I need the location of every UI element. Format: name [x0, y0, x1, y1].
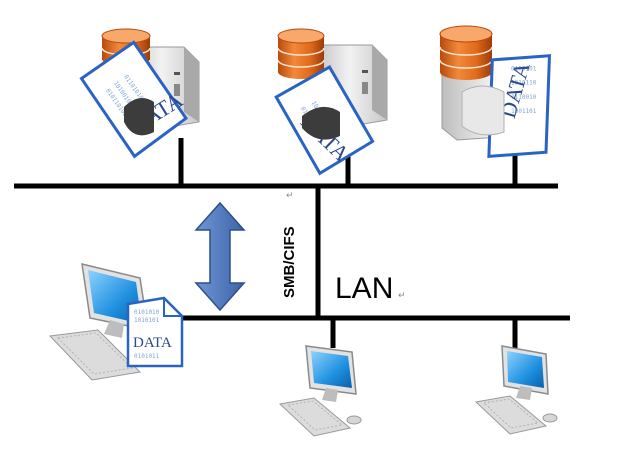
network-label: LAN [335, 272, 393, 305]
database-icon [440, 26, 492, 80]
document-curl [462, 86, 504, 135]
paragraph-mark: ↵ [286, 191, 294, 201]
protocol-label: SMB/CIFS [281, 226, 298, 298]
svg-text:0101010: 0101010 [134, 309, 160, 316]
monitor-icon [306, 346, 356, 402]
database-icon [278, 29, 324, 79]
keyboard-icon [476, 396, 546, 434]
nas-server-3: 0100101 1010110 0110010 1001101 DATA [440, 26, 559, 164]
data-document-icon: 0101010 1010101 DATA 0101011 [128, 298, 182, 366]
bidirectional-arrow-icon [196, 203, 244, 310]
mouse-icon [347, 416, 361, 424]
client-computer-3 [476, 346, 557, 434]
keyboard-icon [280, 398, 350, 436]
keyboard-icon [50, 330, 140, 380]
svg-text:0101011: 0101011 [134, 353, 160, 360]
nas-server-2: 0101101001 1010010110 DATA [272, 29, 387, 179]
client-computer-1: 0101010 1010101 DATA 0101011 [50, 264, 182, 380]
client-computer-2 [280, 346, 361, 436]
client-data-label: DATA [133, 335, 172, 351]
monitor-icon [502, 346, 548, 400]
mouse-icon [543, 414, 557, 422]
paragraph-mark: ↵ [398, 291, 406, 301]
svg-text:1010101: 1010101 [134, 317, 160, 324]
